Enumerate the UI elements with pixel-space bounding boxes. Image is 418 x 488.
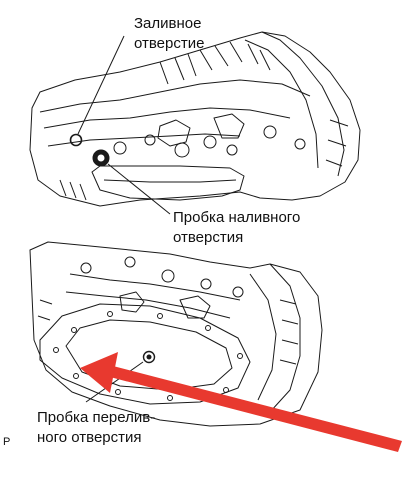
overflow-plug-label-line2: ного отверстия [37, 429, 142, 446]
fill-plug-label-line2: отверстия [173, 229, 244, 246]
lower-transmission-drawing [29, 241, 323, 427]
red-arrow [80, 352, 402, 452]
margin-letter: P [3, 436, 11, 448]
fill-plug-label-line1: Пробка наливного [173, 209, 301, 226]
fill-hole-leader [77, 35, 125, 135]
upper-transmission-drawing [29, 31, 361, 215]
fill-hole-label-line2: отверстие [134, 35, 205, 52]
overflow-plug-label-line1: Пробка перелив- [37, 409, 156, 426]
overflow-plug-leader [85, 361, 144, 403]
fill-plug-marker [92, 149, 110, 167]
fill-hole-label-line1: Заливное [134, 15, 202, 32]
overflow-plug-marker [142, 350, 156, 364]
fill-plug-leader [107, 163, 171, 215]
fill-hole-marker [69, 133, 83, 147]
